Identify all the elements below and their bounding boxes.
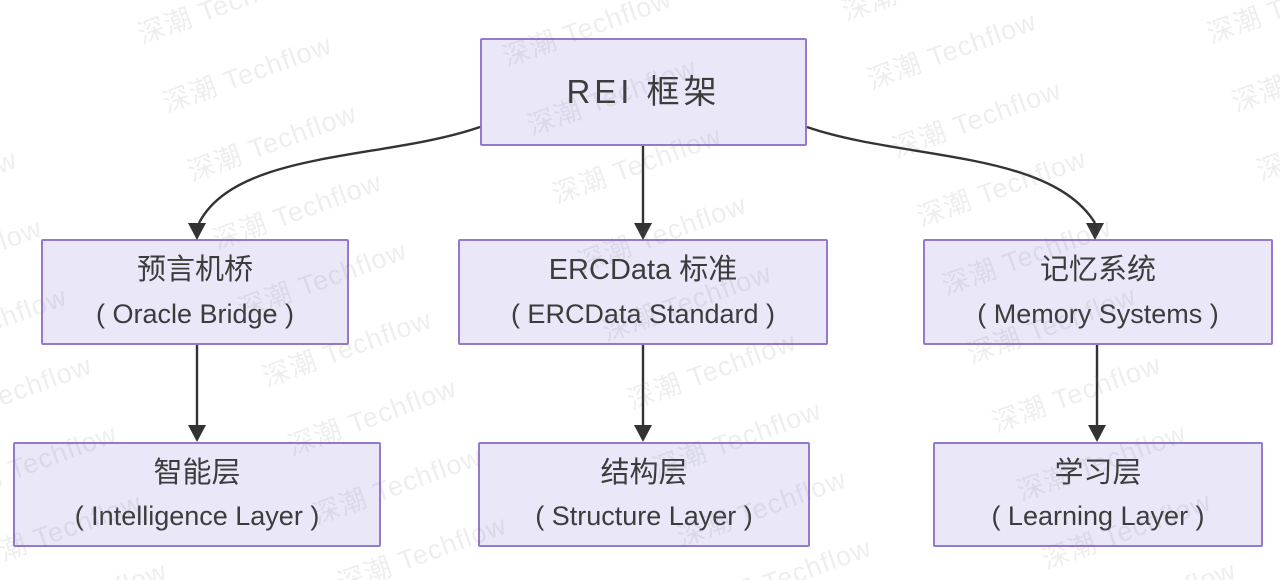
node-title: ERCData 标准 <box>548 254 738 287</box>
node-rei-framework: REI 框架 <box>480 38 807 146</box>
arrowhead-ercdata-icon <box>634 223 652 240</box>
node-title: 记忆系统 <box>1039 254 1156 287</box>
watermark-text: 深潮 Techflow <box>888 74 1066 164</box>
node-title: 学习层 <box>1054 456 1142 489</box>
node-learning-layer: 学习层 ( Learning Layer ) <box>933 442 1263 547</box>
edge-root-memory <box>806 125 1097 224</box>
arrowhead-learning-icon <box>1088 425 1106 442</box>
arrowhead-structure-icon <box>634 425 652 442</box>
node-title: 预言机桥 <box>136 254 253 287</box>
edge-root-oracle <box>197 125 481 224</box>
arrowhead-memory-icon <box>1086 223 1104 240</box>
watermark-text: 深潮 Techflow <box>158 29 336 119</box>
arrowhead-oracle-icon <box>188 223 206 240</box>
watermark-text: 深潮 Techflow <box>1252 97 1280 187</box>
node-subtitle: ( Intelligence Layer ) <box>74 501 320 532</box>
node-title: REI 框架 <box>566 72 721 110</box>
watermark-text: 深潮 Techflow <box>1228 29 1280 118</box>
node-subtitle: ( ERCData Standard ) <box>510 298 776 329</box>
watermark-text: 深潮 Techflow <box>183 98 361 188</box>
watermark-text: 深潮 Techflow <box>1277 166 1280 255</box>
node-subtitle: ( Structure Layer ) <box>535 501 753 532</box>
node-title: 智能层 <box>153 456 241 489</box>
watermark-text: 深潮 Techflow <box>863 6 1041 96</box>
node-oracle-bridge: 预言机桥 ( Oracle Bridge ) <box>41 239 349 345</box>
watermark-text: 深潮 Techflow <box>0 349 97 439</box>
watermark-text: 深潮 Techflow <box>0 212 47 302</box>
node-intelligence-layer: 智能层 ( Intelligence Layer ) <box>13 442 381 547</box>
arrowhead-intelligence-icon <box>188 425 206 442</box>
node-ercdata-standard: ERCData 标准 ( ERCData Standard ) <box>458 239 828 345</box>
watermark-text: 深潮 Techflow <box>836 0 1016 28</box>
watermark-text: 深潮 Techflow <box>356 572 536 580</box>
watermark-text: 深潮 Techflow <box>0 549 172 580</box>
node-subtitle: ( Learning Layer ) <box>991 501 1205 532</box>
watermark-text: 深潮 Techflow <box>1203 0 1280 50</box>
node-subtitle: ( Memory Systems ) <box>977 298 1219 329</box>
node-memory-systems: 记忆系统 ( Memory Systems ) <box>923 239 1273 345</box>
node-title: 结构层 <box>600 456 688 489</box>
watermark-text: 深潮 Techflow <box>0 144 22 233</box>
watermark-text: 深潮 Techflow <box>913 143 1091 233</box>
watermark-text: 深潮 Techflow <box>988 349 1166 439</box>
watermark-text: 深潮 Techflow <box>133 0 311 50</box>
watermark-text: 深潮 Techflow <box>1061 548 1241 580</box>
node-subtitle: ( Oracle Bridge ) <box>95 298 295 329</box>
watermark-text: 深潮 Techflow <box>471 0 651 6</box>
node-structure-layer: 结构层 ( Structure Layer ) <box>478 442 810 547</box>
